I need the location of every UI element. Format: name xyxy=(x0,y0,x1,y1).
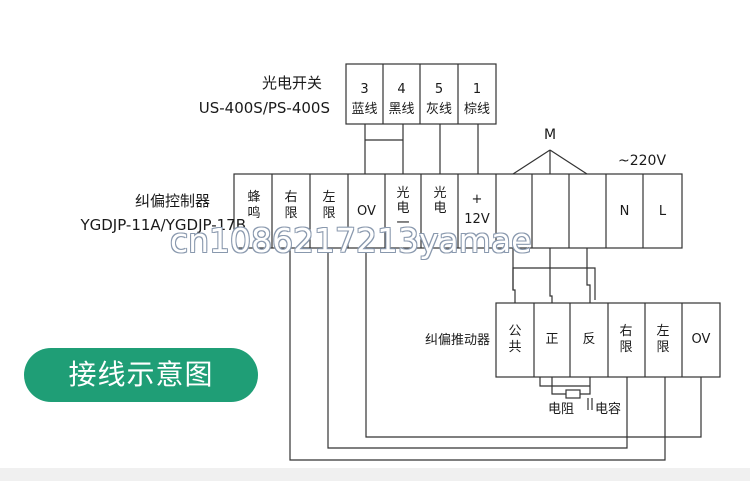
ctrl-terminal-12v: + 12V xyxy=(464,192,490,227)
photo-switch-box xyxy=(345,63,497,125)
act-terminal-forward: 正 xyxy=(545,332,559,347)
ctrl-terminal-buzzer: 蜂鸣 xyxy=(247,190,261,221)
capacitor-label: 电容 xyxy=(595,402,622,417)
actuator-title: 纠偏推动器 xyxy=(424,333,490,348)
ps-terminal-num: 5 xyxy=(434,82,444,97)
photo-switch-model: US-400S/PS-400S xyxy=(198,99,330,117)
ps-terminal-name: 灰线 xyxy=(425,102,452,117)
ps-terminal-num: 1 xyxy=(472,82,482,97)
ps-terminal-name: 棕线 xyxy=(463,102,490,117)
act-terminal-reverse: 反 xyxy=(582,332,596,347)
ctrl-terminal-photo1: 光电一 xyxy=(396,186,410,231)
voltage-label: ~220V xyxy=(618,153,667,169)
act-terminal-common: 公共 xyxy=(508,324,522,355)
act-terminal-ov: OV xyxy=(691,332,711,347)
controller-title: 纠偏控制器 xyxy=(134,192,210,210)
act-terminal-right-limit: 右限 xyxy=(619,324,633,355)
photo-switch-title: 光电开关 xyxy=(261,74,322,92)
ctrl-terminal-n: N xyxy=(619,204,630,219)
ps-terminal-num: 3 xyxy=(360,82,369,97)
bottom-band xyxy=(0,468,750,481)
ps-terminal-name: 黑线 xyxy=(388,102,415,117)
controller-model: YGDJP-11A/YGDJP-17B xyxy=(80,216,246,234)
ctrl-terminal-photo2: 光电 xyxy=(433,186,447,216)
motor-label: M xyxy=(543,127,557,143)
ctrl-terminal-l: L xyxy=(658,204,667,219)
ctrl-terminal-ov: OV xyxy=(357,204,376,219)
act-terminal-left-limit: 左限 xyxy=(656,324,670,355)
ctrl-terminal-left-limit: 左限 xyxy=(322,190,336,221)
wiring-diagram-badge: 接线示意图 xyxy=(24,348,258,402)
resistor-label: 电阻 xyxy=(548,402,575,417)
ctrl-terminal-right-limit: 右限 xyxy=(284,190,298,221)
ps-terminal-num: 4 xyxy=(397,82,406,97)
ps-terminal-name: 蓝线 xyxy=(351,102,378,117)
watermark-text: cn1086217213yamae xyxy=(170,221,532,260)
